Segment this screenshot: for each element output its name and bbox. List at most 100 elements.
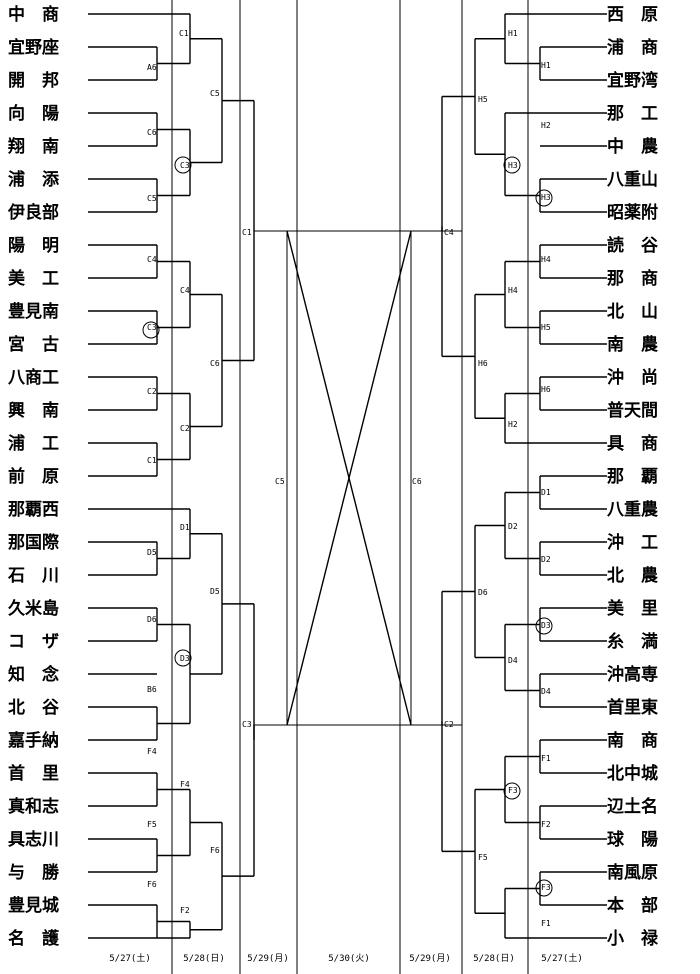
team-name-left: 浦 工: [8, 433, 59, 454]
match-label: C4: [147, 255, 157, 264]
match-label: C6: [147, 128, 157, 137]
match-label: H1: [508, 29, 518, 38]
match-label: D1: [180, 523, 190, 532]
match-label: F3: [541, 883, 551, 892]
date-label: 5/28(日): [183, 953, 225, 964]
match-label: C5: [275, 477, 285, 486]
match-label: H1: [541, 61, 551, 70]
team-name-right: 北中城: [607, 763, 658, 784]
match-label: F6: [147, 880, 157, 889]
team-name-right: 北 山: [607, 302, 658, 322]
match-label: D4: [541, 687, 551, 696]
team-name-left: 美 工: [8, 268, 59, 289]
match-label: D3: [541, 621, 551, 630]
team-name-right: 八重山: [607, 169, 658, 190]
cross-line: [286, 230, 412, 726]
match-label: F5: [478, 853, 488, 862]
team-name-right: 具 商: [606, 433, 658, 454]
team-name-left: 石 川: [7, 566, 59, 586]
team-name-left: 北 谷: [8, 698, 60, 718]
team-name-left: 宜野座: [8, 37, 59, 58]
team-name-right: 辺土名: [607, 796, 658, 817]
team-name-right: 沖 工: [607, 532, 658, 553]
match-label: C2: [444, 720, 454, 729]
match-label: C6: [210, 359, 220, 368]
team-name-right: 本 部: [607, 895, 658, 916]
team-name-left: 前 原: [8, 466, 59, 487]
match-label: D4: [508, 656, 518, 665]
team-name-right: 那 商: [607, 268, 658, 289]
team-name-left: 興 南: [8, 400, 59, 421]
team-name-right: 球 陽: [607, 830, 658, 850]
match-label: D6: [147, 615, 157, 624]
team-name-left: 知 念: [7, 664, 59, 685]
team-name-right: 宜野湾: [607, 70, 658, 91]
team-name-left: 伊良部: [7, 202, 59, 223]
match-label: C6: [412, 477, 422, 486]
match-label: H5: [541, 323, 551, 332]
circle-mark: [503, 156, 521, 174]
circle-mark: [535, 189, 553, 207]
team-name-left: 八商工: [8, 367, 59, 388]
match-label: F3: [508, 786, 518, 795]
team-name-left: 陽 明: [8, 236, 59, 256]
team-name-left: 与 勝: [8, 862, 60, 883]
match-label: F4: [180, 780, 190, 789]
date-label: 5/28(日): [473, 953, 515, 964]
team-name-left: 具志川: [7, 829, 59, 850]
date-label: 5/29(月): [247, 953, 289, 964]
match-label: C3: [147, 323, 157, 332]
team-name-left: 豊見南: [8, 301, 59, 322]
team-name-right: 那 工: [607, 104, 658, 124]
team-name-right: 小 禄: [607, 928, 659, 949]
match-label: D5: [147, 548, 157, 557]
match-label: H4: [508, 286, 518, 295]
match-label: D2: [508, 522, 518, 531]
circle-mark: [503, 782, 521, 800]
team-name-left: 開 邦: [8, 70, 59, 91]
circle-mark: [535, 617, 553, 635]
circle-mark: [174, 156, 192, 174]
team-name-right: 八重農: [607, 499, 658, 520]
match-label: C3: [180, 161, 190, 170]
match-label: C5: [147, 194, 157, 203]
match-label: D3: [180, 654, 190, 663]
team-name-left: 名 護: [8, 928, 60, 949]
team-name-right: 中 農: [607, 136, 658, 157]
team-name-left: 那覇西: [8, 500, 59, 520]
match-label: H3: [508, 161, 518, 170]
match-label: H6: [541, 385, 551, 394]
match-label: D2: [541, 555, 551, 564]
match-label: C2: [180, 424, 190, 433]
team-name-left: コ ザ: [8, 632, 59, 652]
match-label: C1: [179, 29, 189, 38]
team-name-right: 普天間: [607, 400, 658, 421]
match-label: F1: [541, 754, 551, 763]
match-label: H2: [541, 121, 551, 130]
team-name-left: 久米島: [8, 598, 59, 619]
team-name-left: 翔 南: [7, 136, 59, 157]
team-name-right: 昭薬附: [607, 202, 658, 223]
match-label: C1: [242, 228, 252, 237]
match-label: F5: [147, 820, 157, 829]
match-label: F4: [147, 747, 157, 756]
team-name-right: 那 覇: [607, 467, 658, 487]
match-label: H3: [541, 193, 551, 202]
match-label: F1: [541, 919, 551, 928]
team-name-right: 美 里: [607, 598, 658, 619]
match-label: F2: [180, 906, 190, 915]
team-name-right: 沖高専: [607, 664, 658, 685]
team-name-left: 向 陽: [8, 103, 59, 124]
circle-mark: [535, 879, 553, 897]
match-label: C3: [242, 720, 252, 729]
team-name-left: 浦 添: [8, 169, 60, 190]
team-name-left: 中 商: [8, 4, 59, 25]
team-name-right: 糸 満: [607, 631, 658, 652]
match-label: H2: [508, 420, 518, 429]
team-name-right: 浦 商: [607, 37, 658, 58]
match-label: H5: [478, 95, 488, 104]
date-label: 5/27(土): [541, 952, 583, 964]
match-label: D5: [210, 587, 220, 596]
